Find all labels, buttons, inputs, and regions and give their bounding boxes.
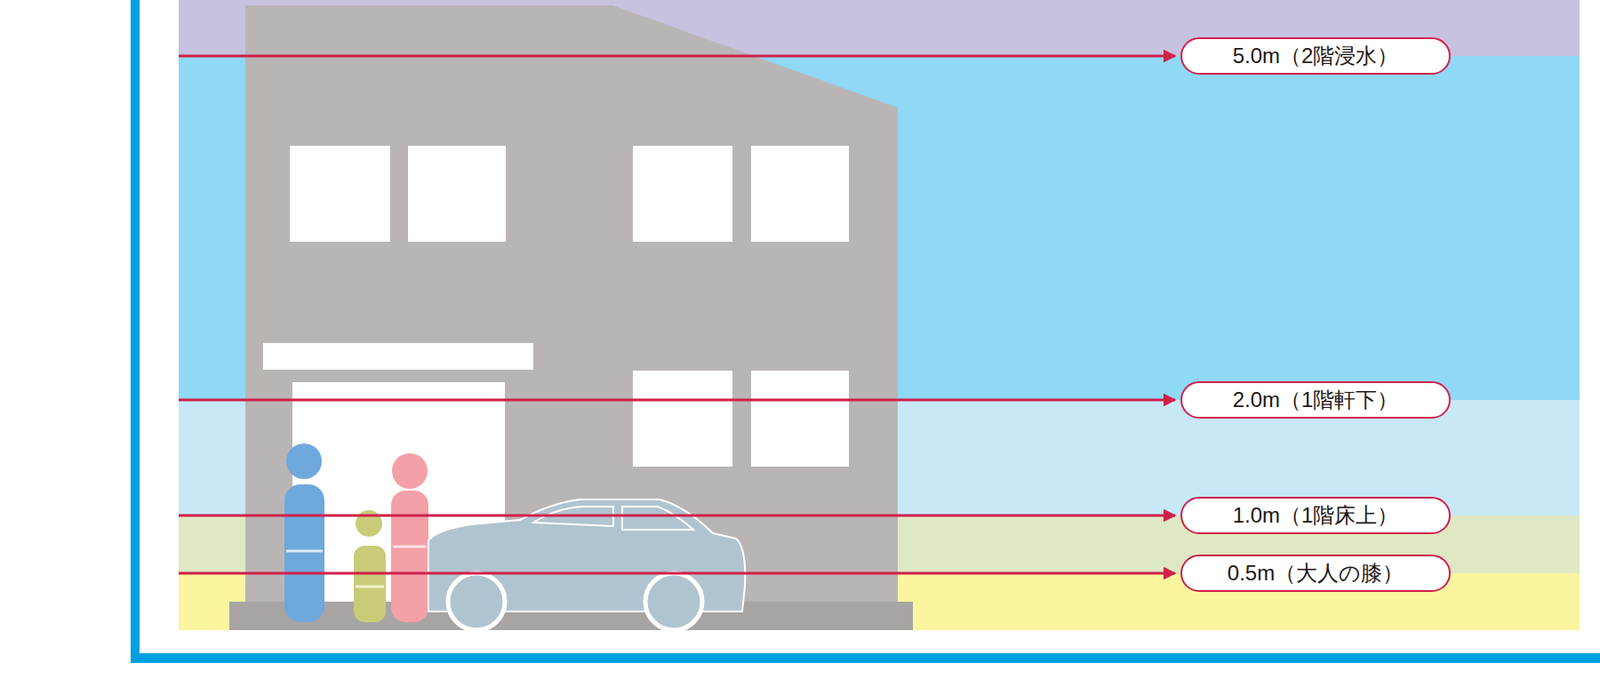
depth-lines	[178, 56, 1176, 574]
depth-label: 0.5m（大人の膝）	[1180, 554, 1451, 592]
depth-text: 2.0m（1階軒下）	[1232, 385, 1400, 415]
depth-text: 0.5m（大人の膝）	[1227, 559, 1404, 588]
frame-inner	[139, 0, 1600, 654]
depth-text: 1.0m（1階床上）	[1232, 501, 1400, 530]
depth-label: 2.0m（1階軒下）	[1180, 381, 1451, 419]
people	[284, 443, 429, 623]
depth-label: 1.0m（1階床上）	[1180, 496, 1451, 535]
depth-label: 5.0m（2階浸水）	[1180, 37, 1451, 75]
depth-text: 5.0m（2階浸水）	[1232, 41, 1400, 71]
outer-frame	[130, 0, 1600, 664]
car	[428, 499, 745, 631]
